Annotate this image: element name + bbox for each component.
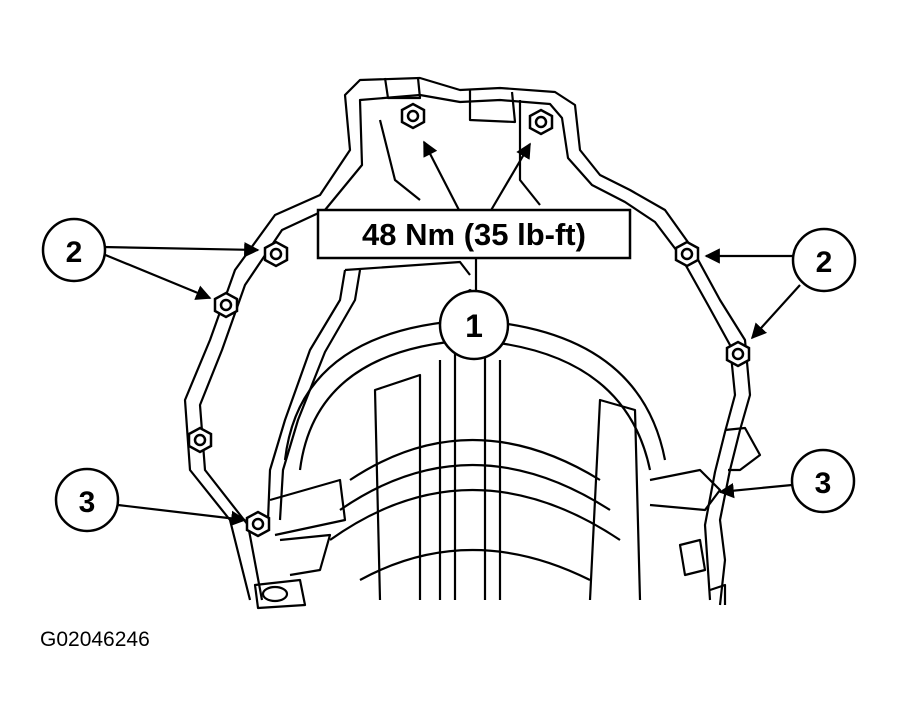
callout-3-left: 3 <box>54 467 120 533</box>
bolt-right-lower <box>725 340 751 368</box>
bolt-left-upper <box>263 240 289 268</box>
callout-1-text: 1 <box>465 308 483 344</box>
callout-3-left-text: 3 <box>79 486 96 519</box>
callout-2-right-text: 2 <box>816 246 833 279</box>
torque-label-text: 48 Nm (35 lb-ft) <box>362 217 586 252</box>
bolt-left-side <box>187 426 213 454</box>
bolts <box>187 102 751 538</box>
callout-2-left: 2 <box>41 217 107 283</box>
bolt-top-left <box>400 102 426 130</box>
callout-1: 1 <box>438 289 510 361</box>
torque-label: 48 Nm (35 lb-ft) <box>316 208 632 260</box>
leader-arrows <box>102 140 801 527</box>
callout-3-right: 3 <box>790 448 856 514</box>
callout-2-left-text: 2 <box>66 236 83 269</box>
callout-2-right: 2 <box>791 227 857 293</box>
figure-id: G02046246 <box>40 628 150 651</box>
bolt-right-upper <box>674 240 700 268</box>
bolt-top-right <box>528 108 554 136</box>
bolt-left-bottom <box>245 510 271 538</box>
bolt-left-lower <box>213 291 239 319</box>
callout-3-right-text: 3 <box>815 467 832 500</box>
